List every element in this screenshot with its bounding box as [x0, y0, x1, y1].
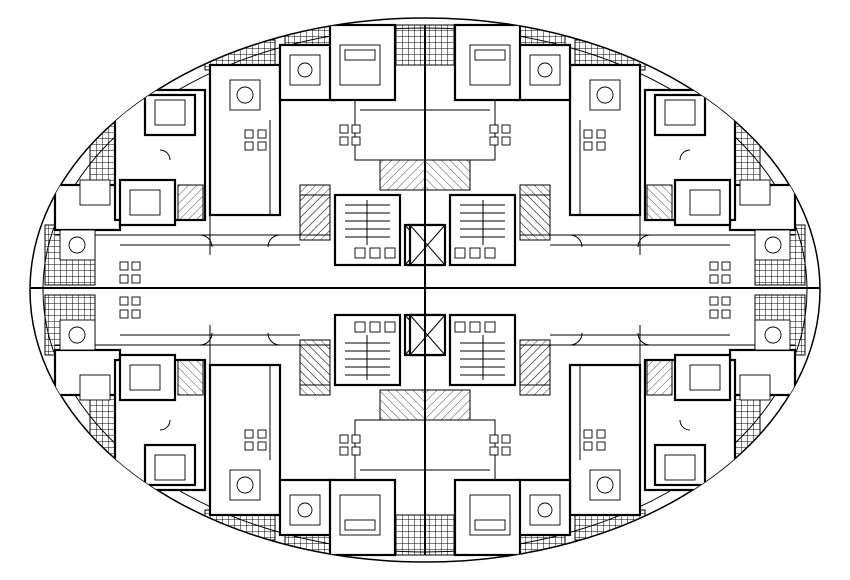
floor-plan-drawing	[29, 17, 821, 563]
